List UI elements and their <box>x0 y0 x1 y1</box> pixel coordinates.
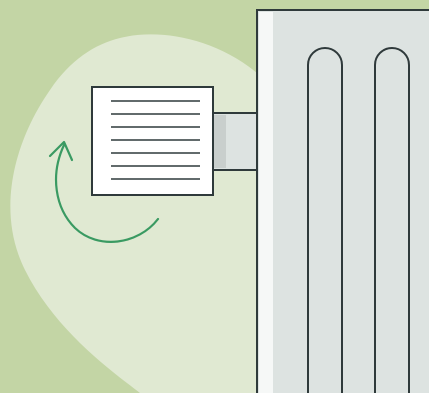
radiator-fin <box>307 47 343 393</box>
radiator-icon <box>256 9 429 393</box>
thermostat-knob-icon <box>91 86 214 196</box>
rotate-arrow-icon <box>48 140 160 243</box>
radiator-fin <box>374 47 410 393</box>
valve-stem <box>211 112 258 171</box>
